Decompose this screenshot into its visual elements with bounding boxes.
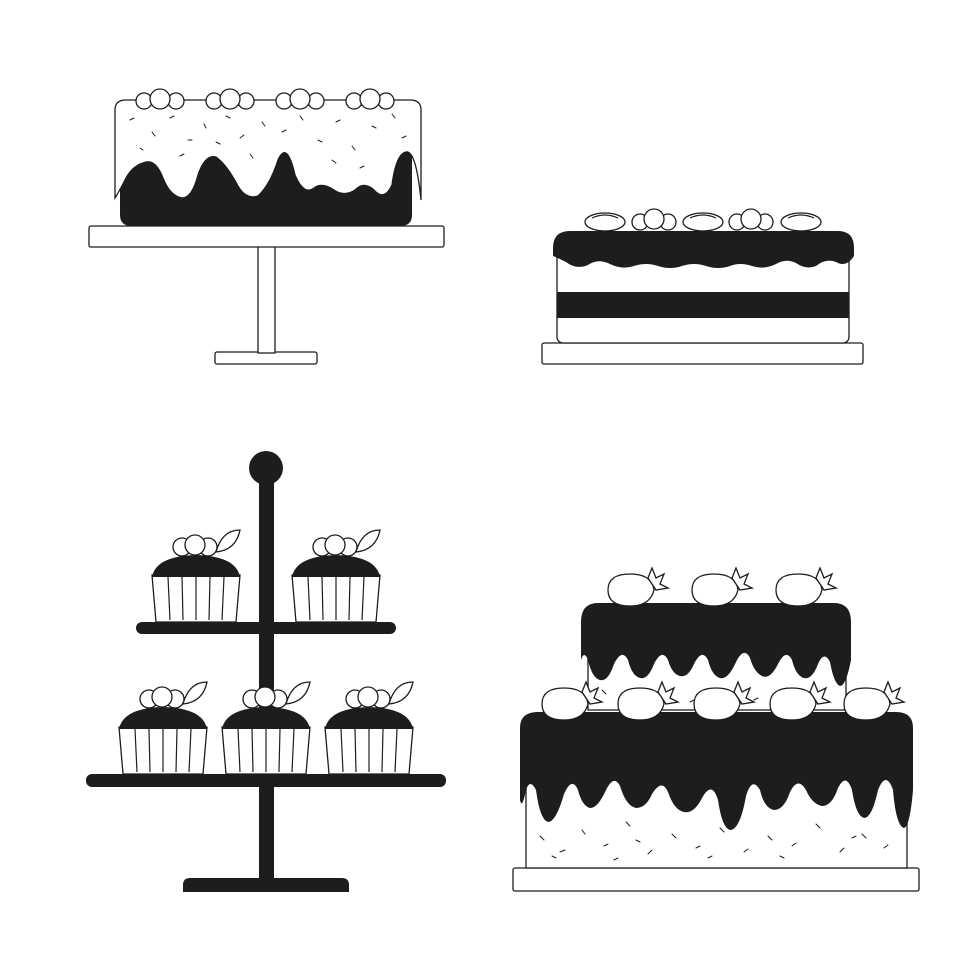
cake-board bbox=[541, 342, 864, 365]
cake-toppings bbox=[584, 208, 822, 232]
cupcake bbox=[324, 681, 414, 775]
berry-cluster bbox=[205, 88, 255, 110]
strawberry bbox=[617, 680, 681, 721]
frosting-sprinkles bbox=[129, 113, 407, 169]
cake-frosting bbox=[114, 99, 422, 201]
bottom-tier bbox=[520, 712, 913, 869]
iced-cake-on-stand bbox=[88, 88, 445, 365]
cake-stand bbox=[88, 225, 445, 365]
cream-dollop bbox=[682, 212, 724, 232]
strawberry bbox=[775, 566, 839, 607]
strawberry bbox=[843, 680, 907, 721]
cupcake bbox=[118, 681, 208, 775]
cupcake-tier-stand bbox=[86, 451, 446, 892]
strawberry bbox=[769, 680, 833, 721]
chocolate-drip bbox=[581, 603, 851, 686]
berry-cluster bbox=[728, 208, 774, 231]
cake-body bbox=[553, 231, 854, 344]
strawberry bbox=[693, 680, 757, 721]
cream-dollop bbox=[584, 212, 626, 232]
cupcake bbox=[221, 681, 311, 775]
strawberry bbox=[541, 680, 605, 721]
strawberry bbox=[691, 566, 755, 607]
chocolate-glaze bbox=[553, 231, 854, 268]
cream-dollop bbox=[780, 212, 822, 232]
two-tier-strawberry-cake bbox=[512, 566, 920, 892]
tier-sprinkles bbox=[539, 821, 889, 861]
cake-toppings bbox=[135, 88, 395, 110]
berry-cluster bbox=[275, 88, 325, 110]
cake-board bbox=[512, 867, 920, 892]
cupcake bbox=[291, 529, 381, 623]
berry-cluster bbox=[135, 88, 185, 110]
berry-cluster bbox=[345, 88, 395, 110]
chocolate-drip bbox=[520, 712, 913, 830]
cupcake bbox=[151, 529, 241, 623]
berry-cluster bbox=[631, 208, 677, 231]
strawberry bbox=[607, 566, 671, 607]
tier-stand bbox=[86, 451, 446, 892]
cake-body bbox=[114, 99, 422, 226]
layered-sponge-cake bbox=[541, 208, 864, 365]
